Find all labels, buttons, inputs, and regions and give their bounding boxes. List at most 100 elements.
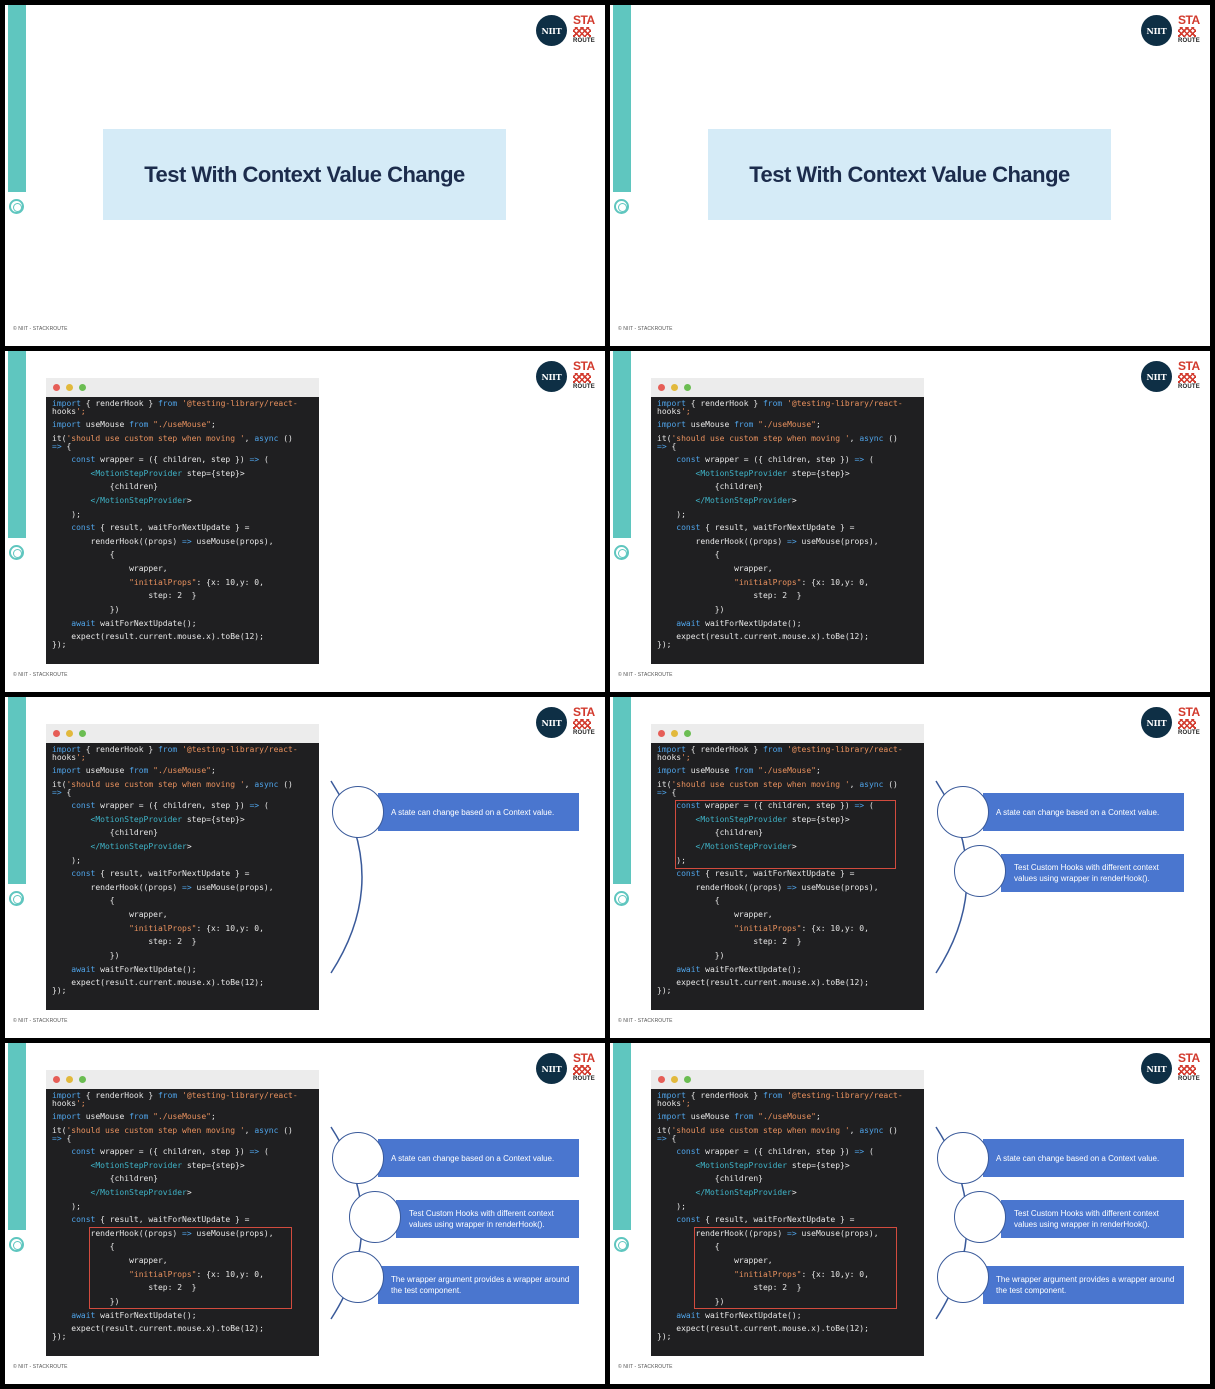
stackroute-logo: STA ROUTE xyxy=(573,13,595,44)
code-line: hooks'; xyxy=(52,407,86,416)
code-line: renderHook((props) => useMouse(props), xyxy=(52,1229,274,1238)
code-line: ); xyxy=(52,510,81,519)
code-line: import { renderHook } from '@testing-lib… xyxy=(52,399,298,408)
ring-icon xyxy=(9,891,24,906)
code-line: ); xyxy=(52,856,81,865)
code-line: {children} xyxy=(657,482,763,491)
code-line: => { xyxy=(52,1134,72,1143)
code-line: }) xyxy=(52,951,120,960)
stackroute-mark-icon xyxy=(573,719,591,729)
title-box: Test With Context Value Change xyxy=(708,129,1111,220)
code-line: }); xyxy=(52,1332,67,1341)
stackroute-logo: STA ROUTE xyxy=(573,705,595,736)
code-line: }) xyxy=(52,605,120,614)
code-line: { xyxy=(52,1242,115,1251)
code-line: <MotionStepProvider step={step}> xyxy=(90,815,245,824)
ring-icon xyxy=(614,891,629,906)
copyright-footer: © NIIT - STACKROUTE xyxy=(13,1018,68,1024)
slide: NIIT STA ROUTE © NIIT - STACKROUTE impor… xyxy=(5,1043,605,1384)
accent-bar xyxy=(8,351,26,538)
accent-bar xyxy=(613,1043,631,1230)
stackroute-mark-icon xyxy=(1178,1065,1196,1075)
stackroute-logo: STA ROUTE xyxy=(1178,1051,1200,1082)
code-line: { xyxy=(657,896,720,905)
code-line: await waitForNextUpdate(); xyxy=(71,965,197,974)
code-line: }) xyxy=(657,1297,725,1306)
point-bubble xyxy=(937,1132,989,1184)
code-line: step: 2 } xyxy=(657,937,802,946)
niit-logo: NIIT xyxy=(1141,15,1172,46)
code-line: expect(result.current.mouse.x).toBe(12); xyxy=(657,1324,869,1333)
niit-logo: NIIT xyxy=(536,1053,567,1084)
code-line: it('should use custom step when moving '… xyxy=(52,1126,293,1135)
highlight-box xyxy=(89,1227,292,1309)
ring-icon xyxy=(9,545,24,560)
code-line: {children} xyxy=(52,482,158,491)
code-line: "initialProps": {x: 10,y: 0, xyxy=(734,1270,869,1279)
stackroute-mark-icon xyxy=(1178,373,1196,383)
code-line: { xyxy=(52,896,115,905)
close-dot-icon xyxy=(53,1076,60,1083)
code-line: const wrapper = ({ children, step }) => … xyxy=(676,1147,874,1156)
code-line: hooks'; xyxy=(657,1099,691,1108)
ring-icon xyxy=(9,1237,24,1252)
slide: NIIT STA ROUTE © NIIT - STACKROUTE impor… xyxy=(610,697,1210,1038)
code-line: "initialProps": {x: 10,y: 0, xyxy=(129,1270,264,1279)
code-line: }); xyxy=(657,640,672,649)
code-line: expect(result.current.mouse.x).toBe(12); xyxy=(657,978,869,987)
code-line: const { result, waitForNextUpdate } = xyxy=(676,869,855,878)
code-line: wrapper, xyxy=(657,910,773,919)
stackroute-logo: STA ROUTE xyxy=(1178,705,1200,736)
point-box: The wrapper argument provides a wrapper … xyxy=(983,1266,1184,1304)
copyright-footer: © NIIT - STACKROUTE xyxy=(13,326,68,332)
copyright-footer: © NIIT - STACKROUTE xyxy=(618,326,673,332)
code-line: {children} xyxy=(52,828,158,837)
point-box: A state can change based on a Context va… xyxy=(378,1139,579,1177)
code-line: import useMouse from "./useMouse"; xyxy=(52,766,216,775)
code-line: </MotionStepProvider> xyxy=(695,842,797,851)
code-line: expect(result.current.mouse.x).toBe(12); xyxy=(52,978,264,987)
code-line: const wrapper = ({ children, step }) => … xyxy=(71,801,269,810)
niit-logo: NIIT xyxy=(1141,1053,1172,1084)
close-dot-icon xyxy=(658,384,665,391)
niit-logo: NIIT xyxy=(536,707,567,738)
code-line: it('should use custom step when moving '… xyxy=(657,1126,898,1135)
code-line: }); xyxy=(657,986,672,995)
ring-icon xyxy=(9,199,24,214)
code-line: <MotionStepProvider step={step}> xyxy=(90,469,245,478)
point-box: A state can change based on a Context va… xyxy=(983,793,1184,831)
point-box: Test Custom Hooks with different context… xyxy=(396,1200,579,1238)
point-bubble xyxy=(332,1132,384,1184)
code-line: import useMouse from "./useMouse"; xyxy=(657,766,821,775)
slide: NIIT STA ROUTE © NIIT - STACKROUTE impor… xyxy=(5,351,605,692)
highlight-box xyxy=(675,800,896,869)
code-window: import { renderHook } from '@testing-lib… xyxy=(651,1070,924,1356)
point-bubble xyxy=(954,845,1006,897)
code-line: => { xyxy=(52,442,72,451)
code-line: renderHook((props) => useMouse(props), xyxy=(657,1229,879,1238)
code-line: hooks'; xyxy=(52,1099,86,1108)
code-line: step: 2 } xyxy=(52,1283,197,1292)
maximize-dot-icon xyxy=(684,384,691,391)
code-window: import { renderHook } from '@testing-lib… xyxy=(46,378,319,664)
niit-logo: NIIT xyxy=(536,361,567,392)
stackroute-logo: STA ROUTE xyxy=(1178,13,1200,44)
code-line: renderHook((props) => useMouse(props), xyxy=(52,883,274,892)
copyright-footer: © NIIT - STACKROUTE xyxy=(618,1018,673,1024)
code-line: {children} xyxy=(52,1174,158,1183)
niit-logo: NIIT xyxy=(1141,361,1172,392)
code-line: wrapper, xyxy=(657,1256,773,1265)
code-line: const { result, waitForNextUpdate } = xyxy=(676,1215,855,1224)
code-line: ); xyxy=(657,1202,686,1211)
code-line: const wrapper = ({ children, step }) => … xyxy=(71,455,269,464)
stackroute-mark-icon xyxy=(573,1065,591,1075)
code-line: renderHook((props) => useMouse(props), xyxy=(657,537,879,546)
code-line: "initialProps": {x: 10,y: 0, xyxy=(129,924,264,933)
code-line: }) xyxy=(657,605,725,614)
code-line: await waitForNextUpdate(); xyxy=(676,619,802,628)
code-line: </MotionStepProvider> xyxy=(695,1188,797,1197)
code-window-titlebar xyxy=(46,1070,319,1089)
code-line: </MotionStepProvider> xyxy=(90,496,192,505)
maximize-dot-icon xyxy=(684,730,691,737)
slide: NIIT STA ROUTE © NIIT - STACKROUTE impor… xyxy=(610,351,1210,692)
